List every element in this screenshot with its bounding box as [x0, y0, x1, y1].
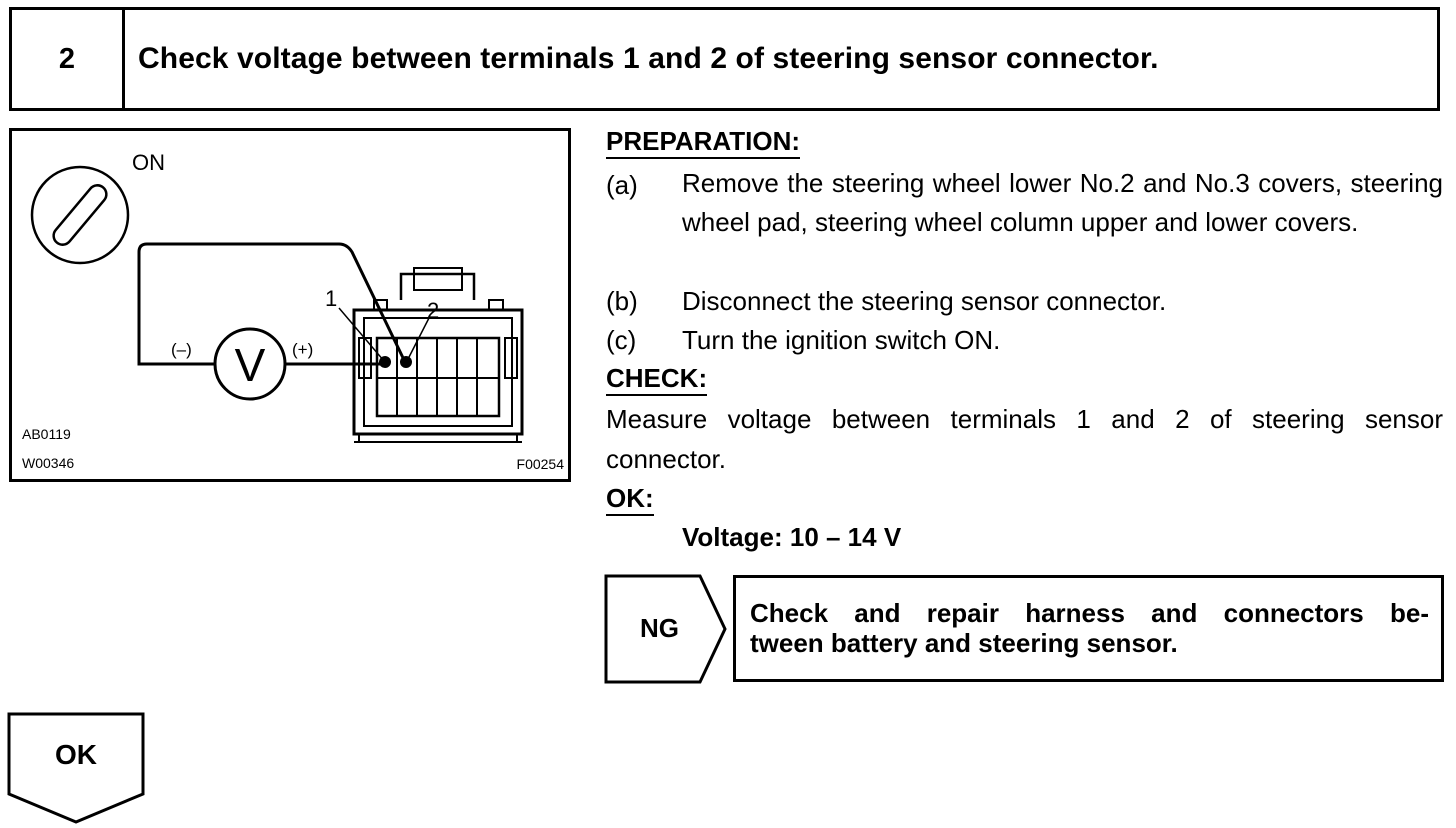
illustration-code-1: AB0119: [22, 426, 71, 442]
positive-label: (+): [292, 340, 313, 359]
check-heading: CHECK:: [606, 363, 708, 396]
prep-item-a-text-last: [682, 242, 1443, 281]
ng-arrow-shape: [604, 574, 727, 684]
terminal-2-probe: [400, 356, 412, 368]
terminal-1-probe: [379, 356, 391, 368]
ng-result-line2: tween battery and steering sensor.: [750, 628, 1178, 658]
figure-code: F00254: [517, 456, 565, 472]
negative-lead: [137, 242, 407, 366]
connector-icon: [352, 267, 524, 443]
step-header: 2 Check voltage between terminals 1 and …: [9, 7, 1440, 111]
prep-item-b-letter: (b): [606, 286, 638, 316]
check-text-line2: connector.: [606, 444, 726, 474]
step-number: 2: [12, 10, 125, 108]
check-text-line1: Measure voltage between terminals 1 and …: [606, 404, 1443, 434]
preparation-heading: PREPARATION:: [606, 126, 801, 159]
ng-result-line1: Check and repair harness and connectors …: [750, 598, 1429, 628]
ok-label: OK: [55, 739, 97, 770]
illustration-code-2: W00346: [22, 455, 74, 471]
voltmeter-symbol: V: [235, 339, 266, 391]
ng-label: NG: [640, 613, 679, 643]
ok-heading: OK:: [606, 483, 654, 516]
step-title: Check voltage between terminals 1 and 2 …: [138, 42, 1159, 75]
voltmeter-icon: V: [213, 327, 287, 401]
prep-item-a-letter: (a): [606, 170, 638, 200]
terminal-1-label: 1: [325, 286, 337, 311]
switch-on-label: ON: [132, 150, 165, 175]
negative-label: (–): [171, 340, 192, 359]
connector-illustration: ON V (–) (+) 1 2 AB0119 W00346 F00254: [9, 128, 571, 482]
ng-result-box: Check and repair harness and connectors …: [733, 575, 1444, 682]
prep-item-c-text: Turn the ignition switch ON.: [682, 325, 1001, 355]
ok-spec: Voltage: 10 – 14 V: [682, 522, 902, 552]
prep-item-c-letter: (c): [606, 325, 637, 355]
prep-item-a-text: Remove the steering wheel lower No.2 and…: [682, 168, 1443, 237]
terminal-1-leader: [338, 307, 385, 362]
ok-arrow-shape: [7, 712, 145, 824]
terminal-2-leader: [406, 317, 430, 362]
prep-item-b-text: Disconnect the steering sensor connector…: [682, 286, 1167, 316]
ignition-switch-icon: [30, 165, 130, 265]
terminal-2-label: 2: [427, 298, 439, 323]
